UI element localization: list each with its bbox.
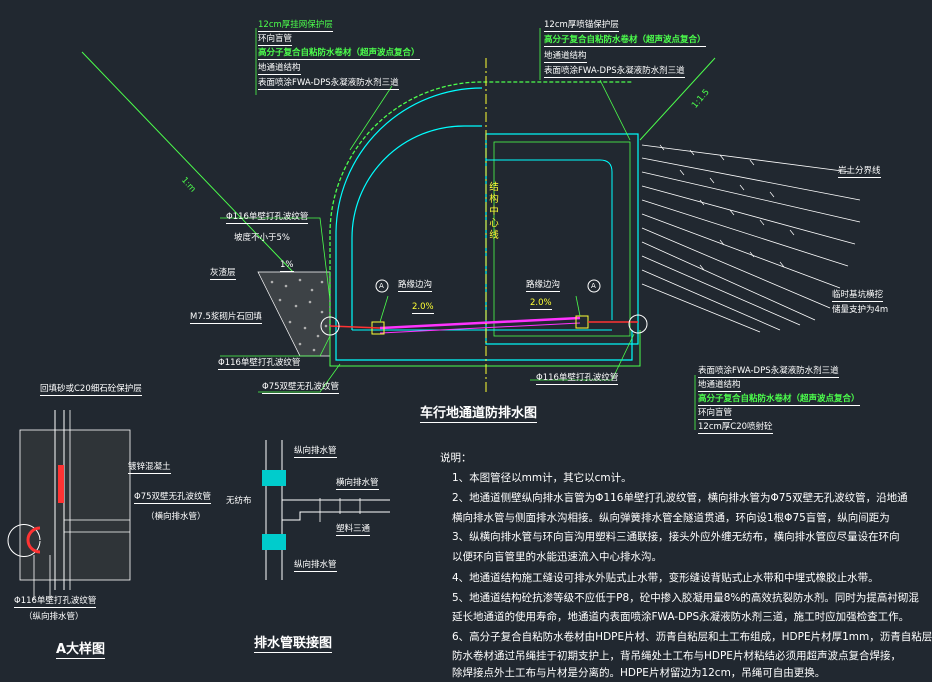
note-line: 防水卷材通过吊绳挂于初期支护上，背吊绳处土工布与HDPE片材粘结必须用超声波点复… (452, 650, 901, 662)
masonry-label: M7.5浆砌片石回填 (190, 312, 262, 324)
detail-a-title: A大样图 (56, 642, 106, 659)
detail-concrete-label: 镀锌混凝土 (128, 462, 171, 474)
joint-title: 排水管联接图 (254, 636, 333, 653)
rock-layer-label: 岩土分界线 (838, 166, 881, 178)
right-layer-4: 表面喷涂FWA-DPS永凝液防水剂三道 (544, 66, 685, 78)
bottom-layer-2: 地通道结构 (698, 380, 741, 392)
joint-bottom-label: 纵向排水管 (294, 560, 337, 572)
drain-slab (379, 316, 581, 330)
note-line: 延长地通道的使用寿命，地通道内表面喷涂FWA-DPS永凝液防水剂三道，施工时应加… (452, 611, 910, 623)
backfill-label: 灰渣层 (210, 268, 236, 280)
joint-lateral-label: 横向排水管 (336, 478, 379, 490)
note-line: 2、地通道侧壁纵向排水盲管为Φ116单壁打孔波纹管，横向排水管为Φ75双壁无孔波… (452, 492, 908, 504)
note-line: 3、纵横向排水管与环向盲沟用塑料三通联接，接头外应外缠无纺布，横向排水管应尽量设… (452, 531, 900, 543)
joint-tee-label: 塑料三通 (336, 524, 371, 536)
masonry-dots (270, 278, 328, 352)
note-line: 6、高分子复合自粘防水卷材由HDPE片材、沥青自粘层和土工布组成，HDPE片材厚… (452, 631, 932, 643)
structure-outer (335, 87, 483, 330)
detail-protect-label: 回填砂或C20细石砼保护层 (40, 384, 142, 396)
right-layer-1: 12cm厚喷锚保护层 (544, 20, 619, 32)
marker-a-left: A (379, 282, 384, 290)
detail-a-drawing (7, 410, 131, 600)
invert-slab (335, 330, 633, 361)
slope-line-right (639, 57, 716, 141)
slope-pct-label: 1% (280, 260, 294, 272)
note-line: 除焊接点外土工布与片材是分离的。HDPE片材留边为12cm，吊绳可自由更换。 (452, 667, 826, 679)
structure-inner-arch (351, 125, 482, 330)
lateral-pipe-left (329, 325, 381, 329)
grade-right-label: 2.0% (530, 298, 552, 310)
pipe-75-label: Φ75双壁无孔波纹管 (262, 382, 340, 394)
temp-slope-label-1: 临时基坑横挖 (832, 290, 884, 302)
right-box-outer (485, 133, 639, 345)
note-line: 以便环向盲管里的水能迅速流入中心排水沟。 (452, 551, 662, 563)
detail-pipe116-sub: （纵向排水管） (24, 612, 84, 622)
rock-hatch-ticks (659, 144, 795, 271)
right-layer-3: 地通道结构 (544, 51, 587, 63)
pipe-circle-left (320, 316, 340, 336)
pipe-116-right-label: Φ116单壁打孔波纹管 (536, 373, 619, 385)
main-title: 车行地通道防排水图 (420, 406, 538, 423)
pipe-116-left-label: Φ116单壁打孔波纹管 (226, 212, 309, 224)
detail-pipe116-label: Φ116单壁打孔波纹管 (14, 596, 97, 608)
temp-slope-label-2: 储量支护为4m (832, 305, 889, 315)
detail-pipe75-sub: （横向排水管） (146, 512, 206, 522)
membrane-outline (329, 81, 632, 330)
leader-lines (220, 28, 696, 430)
joint-nodrain-label: 无纺布 (226, 496, 252, 506)
right-layer-2: 高分子复合自粘防水卷材（超声波点复合） (544, 35, 706, 47)
invert-membrane (329, 330, 641, 367)
right-box-inner (493, 141, 631, 337)
detail-pipe75-label: Φ75双壁无孔波纹管 (134, 492, 212, 504)
masonry-backfill (257, 271, 331, 357)
grade-left-label: 2.0% (412, 302, 434, 314)
drawing-canvas (7, 28, 861, 600)
ditch-right-label: 路缘边沟 (526, 280, 561, 292)
left-layer-5: 表面喷涂FWA-DPS永凝液防水剂三道 (258, 78, 399, 90)
note-line: 横向排水管与侧面排水沟相接。纵向弹簧排水管全隧道贯通，环向设1根Φ75盲管，纵向… (452, 512, 890, 524)
center-line-label: 结构中心线 (489, 182, 499, 241)
slope-min-label: 坡度不小于5% (234, 233, 290, 243)
left-layer-2: 环向盲管 (258, 34, 293, 46)
marker-a-left-circle (375, 279, 389, 293)
notes-heading: 说明： (440, 452, 472, 464)
left-layer-1: 12cm厚挂网保护层 (258, 20, 333, 32)
marker-a-right-circle (587, 279, 601, 293)
rock-hatch-right (641, 144, 861, 333)
left-layer-4: 地通道结构 (258, 63, 301, 75)
right-inner-wall (486, 159, 613, 320)
slope-line-left (81, 51, 319, 299)
bottom-layer-3: 高分子复合自粘防水卷材（超声波点复合） (698, 394, 860, 406)
bottom-layer-5: 12cm厚C20喷射砼 (698, 422, 773, 434)
bottom-layer-1: 表面喷涂FWA-DPS永凝液防水剂三道 (698, 366, 839, 378)
drain-slab-2 (379, 322, 581, 334)
note-line: 4、地通道结构施工缝设可排水外贴式止水带，变形缝设背贴式止水带和中埋式橡胶止水带… (452, 572, 879, 584)
joint-top-label: 纵向排水管 (294, 446, 337, 458)
bottom-layer-4: 环向盲管 (698, 408, 733, 420)
left-layer-3: 高分子复合自粘防水卷材（超声波点复合） (258, 48, 420, 60)
note-line: 1、本图管径以mm计，其它以cm计。 (452, 472, 632, 484)
pipe-circle-right (628, 314, 648, 334)
ditch-left-label: 路缘边沟 (398, 280, 433, 292)
note-line: 5、地通道结构砼抗渗等级不应低于P8，砼中掺入胶凝用量8%的高效抗裂防水剂。同时… (452, 592, 919, 604)
joint-drawing (262, 440, 390, 580)
marker-a-right: A (591, 282, 596, 290)
pipe-116-bottom-label: Φ116单壁打孔波纹管 (218, 358, 301, 370)
